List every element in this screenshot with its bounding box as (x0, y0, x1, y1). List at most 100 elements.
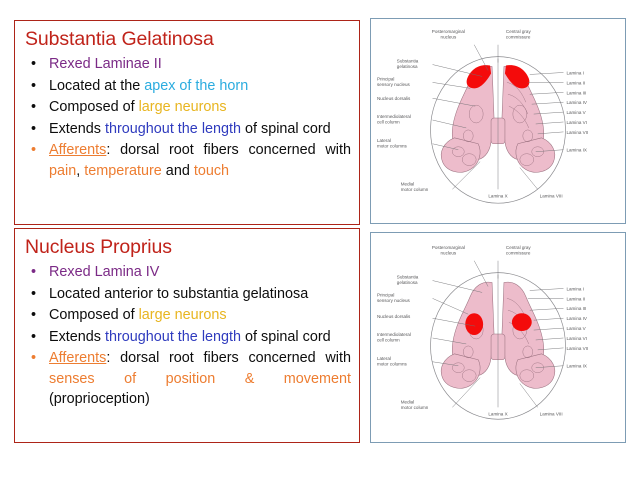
label-lamina-i-1: Lamina I (566, 70, 583, 75)
panel-title: Substantia Gelatinosa (25, 28, 214, 50)
label-lamina-x-2: Lamina X (488, 411, 507, 416)
bullet-text: Extends throughout the length of spinal … (49, 119, 351, 140)
bullet-text: Composed of large neurons (49, 97, 351, 118)
text-segment: Afferents (49, 142, 107, 158)
bullet-item: • Extends throughout the length of spinal… (23, 327, 351, 348)
bullet-text: Located at the apex of the horn (49, 76, 351, 97)
bullet-item: • Rexed Laminae II (23, 54, 351, 75)
text-segment: Located anterior to substantia gelatinos… (49, 285, 309, 302)
label-lamina-viii-2: Lamina VIII (540, 411, 563, 416)
bullet-marker-icon: • (31, 264, 37, 280)
text-segment: Extends (49, 120, 105, 137)
text-segment: senses of position & movement (49, 370, 351, 387)
bullet-item: • Composed of large neurons (23, 305, 351, 326)
text-segment: Rexed Laminae II (49, 56, 162, 72)
label-lamina-vii-1: Lamina VII (566, 130, 588, 135)
label-lamina-i-2: Lamina I (566, 286, 583, 291)
text-segment: throughout the length (105, 328, 242, 345)
bottom-labels: Lamina X Lamina VIII (488, 411, 562, 416)
text-segment: of spinal cord (241, 120, 331, 137)
text-segment: pain (49, 162, 77, 179)
label-lamina-v-2: Lamina V (566, 326, 586, 331)
bullet-item: • Afferents: dorsal root fibers concerned… (23, 348, 351, 410)
bullet-item: • Located at the apex of the horn (23, 76, 351, 97)
text-segment: Located at the (49, 77, 145, 94)
text-segment: large neurons (138, 99, 227, 115)
text-segment: Extends (49, 328, 105, 345)
label-lamina-ii-1: Lamina II (566, 80, 585, 85)
bullet-list: • Rexed Lamina IV • Located anterior to sub… (23, 262, 351, 410)
leader-lines (432, 260, 564, 408)
bullet-text: Rexed Laminae II (49, 54, 351, 75)
text-segment: apex of the horn (144, 77, 249, 94)
label-lamina-iv-1: Lamina IV (566, 100, 587, 105)
bullet-marker-icon: • (31, 56, 37, 72)
panel-title: Nucleus Proprius (25, 236, 172, 258)
text-segment: temperature (84, 162, 162, 179)
bullet-text: Rexed Lamina IV (49, 262, 351, 283)
bullet-marker-icon: • (31, 120, 37, 137)
bullet-marker-icon: • (31, 285, 37, 302)
bullet-item: • Rexed Lamina IV (23, 262, 351, 283)
bullet-text: Extends throughout the length of spinal … (49, 327, 351, 348)
label-lamina-ix-1: Lamina IX (566, 148, 587, 153)
text-segment: of spinal cord (241, 328, 331, 345)
label-lamina-iv-2: Lamina IV (566, 316, 587, 321)
bullet-list: • Rexed Laminae II • Located at the apex of… (23, 54, 351, 181)
text-segment: Afferents (49, 350, 107, 366)
bullet-text: Afferents: dorsal root fibers concerned … (49, 348, 351, 410)
text-segment: and (161, 162, 194, 179)
text-segment: large neurons (138, 307, 227, 323)
label-lamina-iii-2: Lamina III (566, 306, 586, 311)
label-lamina-ii-2: Lamina II (566, 296, 585, 301)
label-nucleus-dorsalis-1: Nucleus dorsalis (377, 96, 411, 101)
text-segment: Composed of (49, 99, 139, 115)
label-nucleus-dorsalis-2: Nucleus dorsalis (377, 314, 411, 319)
panel-nucleus-proprius: Nucleus Proprius • Rexed Lamina IV • Locate… (14, 228, 360, 443)
highlight-lamina-iv (465, 313, 532, 336)
bullet-item: •Composed of large neurons (23, 97, 351, 118)
label-lamina-vi-1: Lamina VI (566, 120, 587, 125)
label-lamina-x-1: Lamina X (488, 193, 507, 198)
label-lamina-v-1: Lamina V (566, 110, 586, 115)
bullet-text: Composed of large neurons (49, 305, 351, 326)
label-lamina-vii-2: Lamina VII (566, 346, 588, 351)
bullet-marker-icon: • (31, 142, 37, 158)
right-labels: Lamina I Lamina II Lamina III Lamina IV … (566, 286, 588, 368)
label-lamina-viii-1: Lamina VIII (540, 193, 563, 198)
bullet-text: Located anterior to substantia gelatinos… (49, 284, 351, 305)
text-segment: touch (193, 162, 230, 179)
text-segment: Rexed Lamina IV (49, 264, 160, 280)
bullet-marker-icon: • (31, 307, 37, 323)
text-segment: , (76, 162, 85, 179)
bullet-marker-icon: • (31, 328, 37, 345)
bullet-item: •Afferents: dorsal root fibers concerned… (23, 140, 351, 181)
panel-substantia-gelatinosa: Substantia Gelatinosa •Rexed Laminae II•… (14, 20, 360, 225)
bullet-marker-icon: • (31, 77, 37, 94)
bottom-labels: Lamina X Lamina VIII (488, 193, 562, 198)
bullet-marker-icon: • (31, 350, 37, 366)
nuclei-rings-group (452, 82, 544, 166)
label-lamina-iii-1: Lamina III (566, 90, 586, 95)
label-lamina-vi-2: Lamina VI (566, 336, 587, 341)
right-labels: Lamina I Lamina II Lamina III Lamina IV … (566, 70, 588, 152)
text-segment: Composed of (49, 307, 139, 323)
